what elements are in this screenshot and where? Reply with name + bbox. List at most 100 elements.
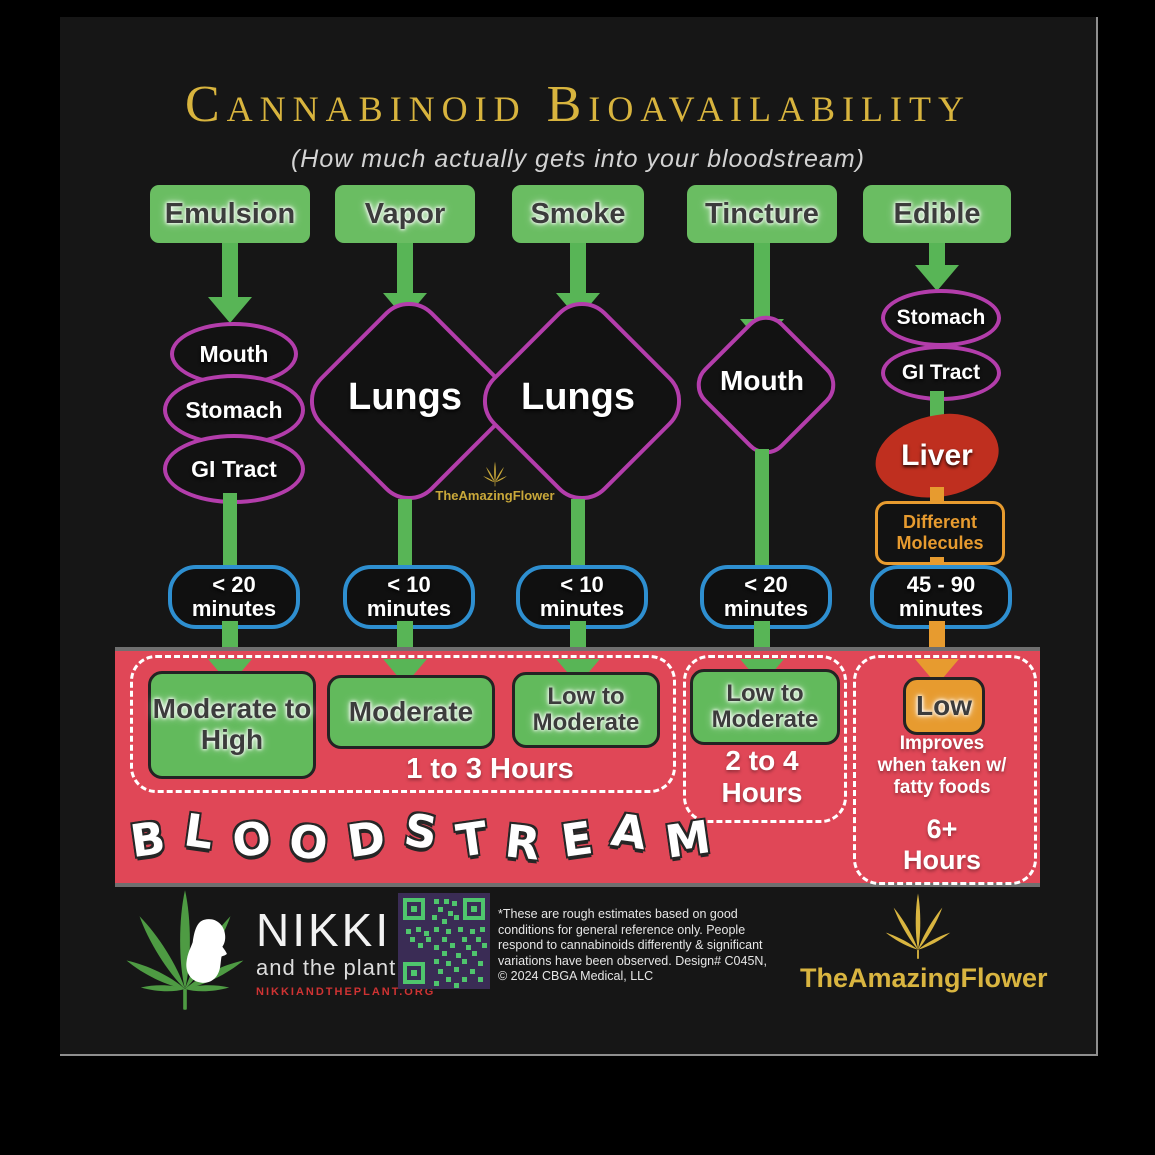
time-pill-edible-label: 45 - 90 minutes <box>898 572 984 621</box>
organ-lungs-smoke-label: Lungs <box>521 375 635 418</box>
time-pill-vapor: < 10 minutes <box>343 565 475 629</box>
organ-lungs-vapor-label: Lungs <box>348 375 462 418</box>
result-emulsion-label: Moderate to High <box>152 693 312 755</box>
duration-edible: 6+ Hours <box>902 814 981 876</box>
page-subtitle: (How much actually gets into your bloods… <box>290 145 865 173</box>
bloodstream-letter: D <box>344 810 389 869</box>
connector-line <box>571 499 585 567</box>
brand-name: TheAmazingFlower <box>800 963 1048 993</box>
time-pill-edible: 45 - 90 minutes <box>870 565 1012 629</box>
bloodstream-letter: S <box>401 803 441 861</box>
organ-gi-tract: GI Tract <box>163 434 305 504</box>
nikki-tagline: and the plant <box>256 955 397 980</box>
header-edible-label: Edible <box>893 197 981 230</box>
arrow-shaft-icon <box>222 243 238 297</box>
result-tincture-label: Low to Moderate <box>711 679 819 733</box>
organ-liver-label: Liver <box>901 439 973 472</box>
bloodstream-letter: T <box>453 811 492 868</box>
bloodstream-letter: M <box>662 810 714 869</box>
nikki-logo-text: NIKKI and the plant NIKKIANDTHEPLANT.ORG <box>256 903 435 998</box>
time-pill-smoke-label: < 10 minutes <box>539 572 625 621</box>
organ-lungs-vapor-labelbox: Lungs <box>329 321 481 473</box>
disclaimer-line: variations have been observed. Design# C… <box>498 953 767 968</box>
connector-line <box>930 557 944 567</box>
bloodstream-letter: O <box>286 814 330 871</box>
qr-finder-icon <box>463 898 485 920</box>
arrow-shaft-icon <box>397 243 413 293</box>
arrow-head-icon <box>208 297 252 323</box>
bloodstream-letter: O <box>229 810 275 869</box>
qr-modules-icon <box>406 899 487 988</box>
arrow-shaft-icon <box>929 243 945 265</box>
header-vapor: Vapor <box>335 185 475 243</box>
qr-finder-icon <box>403 898 425 920</box>
organ-liver-labelbox: Liver <box>875 415 999 497</box>
result-emulsion: Moderate to High <box>148 671 316 779</box>
arrow-shaft-icon <box>754 243 770 319</box>
nikki-url: NIKKIANDTHEPLANT.ORG <box>256 986 436 998</box>
organ-gi-tract-edible-label: GI Tract <box>901 361 981 384</box>
bloodstream-letter: L <box>180 803 217 860</box>
time-pill-smoke: < 10 minutes <box>516 565 648 629</box>
result-edible: Low <box>903 677 985 735</box>
connector-line <box>398 499 412 567</box>
disclaimer-line: respond to cannabinoids differently & si… <box>498 938 763 952</box>
organ-mouth-tincture-labelbox: Mouth <box>690 329 834 433</box>
connector-line <box>930 391 944 419</box>
cannabis-leaf-icon <box>483 461 507 487</box>
bloodstream-letter: E <box>557 811 596 868</box>
dashed-group-1to3 <box>130 655 676 793</box>
disclaimer-line: *These are rough estimates based on good <box>498 907 738 921</box>
result-vapor: Moderate <box>327 675 495 749</box>
disclaimer: *These are rough estimates based on good… <box>498 907 808 985</box>
qr-code <box>398 893 490 989</box>
organ-mouth-tincture-label: Mouth <box>720 365 804 396</box>
header-smoke-label: Smoke <box>530 197 626 230</box>
arrow-shaft-icon <box>570 243 586 293</box>
duration-tincture: 2 to 4 Hours <box>721 745 803 809</box>
bloodstream-word: B L O O D S T R E A M <box>127 803 714 871</box>
nikki-name: NIKKI <box>256 904 392 956</box>
edible-note: Improves when taken w/ fatty foods <box>877 733 1007 798</box>
organ-lungs-smoke-labelbox: Lungs <box>502 321 654 473</box>
header-smoke: Smoke <box>512 185 644 243</box>
face-silhouette-icon <box>186 919 227 983</box>
connector-line <box>755 449 769 567</box>
result-tincture: Low to Moderate <box>690 669 840 745</box>
organ-gi-tract-label: GI Tract <box>191 455 277 482</box>
arrow-head-icon <box>915 265 959 291</box>
result-smoke-label: Low to Moderate <box>532 682 640 736</box>
watermark-text: TheAmazingFlower <box>435 488 555 503</box>
header-tincture-label: Tincture <box>705 197 819 230</box>
header-tincture: Tincture <box>687 185 837 243</box>
bloodstream-letter: A <box>607 802 650 861</box>
result-vapor-label: Moderate <box>348 695 474 727</box>
time-pill-tincture-label: < 20 minutes <box>723 572 809 621</box>
page-title: Cannabinoid Bioavailability <box>185 76 971 133</box>
header-vapor-label: Vapor <box>364 197 446 230</box>
dashed-group-edible <box>853 655 1037 885</box>
dashed-group-tincture <box>683 655 847 823</box>
different-molecules-box: Different Molecules <box>875 501 1005 565</box>
time-pill-vapor-label: < 10 minutes <box>366 572 452 621</box>
header-emulsion: Emulsion <box>150 185 310 243</box>
result-edible-label: Low <box>916 689 972 721</box>
qr-finder-icon <box>403 962 425 984</box>
connector-line <box>223 493 237 567</box>
time-pill-tincture: < 20 minutes <box>700 565 832 629</box>
disclaimer-line: conditions for general reference only. P… <box>498 922 746 937</box>
time-pill-emulsion: < 20 minutes <box>168 565 300 629</box>
organ-stomach-label: Stomach <box>185 396 283 423</box>
result-smoke: Low to Moderate <box>512 672 660 748</box>
organ-mouth-label: Mouth <box>199 340 269 367</box>
header-edible: Edible <box>863 185 1011 243</box>
different-molecules-label: Different Molecules <box>896 512 984 553</box>
connector-line <box>930 487 944 503</box>
bloodstream-letter: R <box>502 814 544 871</box>
time-pill-emulsion-label: < 20 minutes <box>191 572 277 621</box>
organ-stomach-edible-label: Stomach <box>896 306 986 329</box>
disclaimer-line: © 2024 CBGA Medical, LLC <box>498 969 654 983</box>
cannabis-leaf-icon <box>885 893 951 959</box>
bloodstream-letter: B <box>127 810 169 869</box>
infographic-poster: Cannabinoid Bioavailability (How much ac… <box>60 17 1098 1056</box>
